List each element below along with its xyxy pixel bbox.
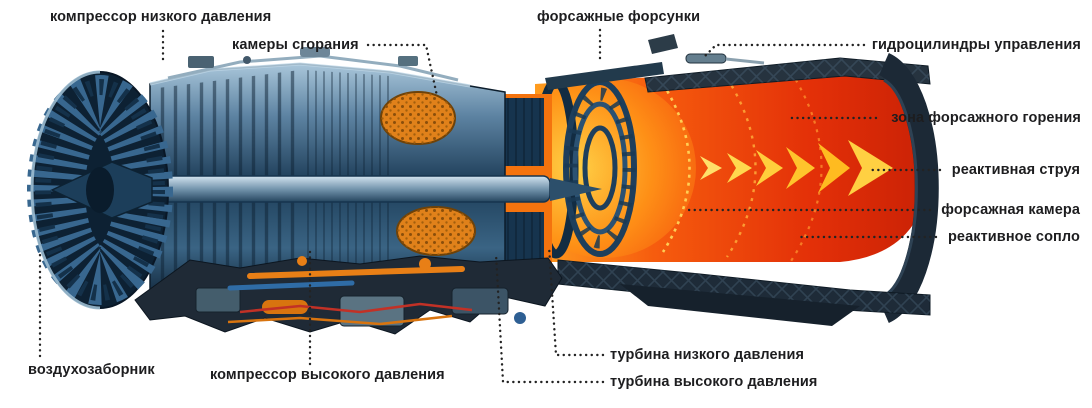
label-lp-turbine: турбина низкого давления xyxy=(610,347,805,363)
label-jet-stream: реактивная струя xyxy=(951,162,1080,178)
label-combustion-chambers: камеры сгорания xyxy=(232,37,359,53)
engine-shaft xyxy=(151,175,602,203)
flame-band-boundary-1 xyxy=(661,83,691,253)
label-lp-compressor: компрессор низкого давления xyxy=(50,9,272,25)
nozzle-exit-ring xyxy=(878,53,939,323)
leader-hydraulic-cylinders xyxy=(702,43,866,59)
fuel-line xyxy=(247,266,465,279)
nozzle-top-fin xyxy=(648,34,678,54)
wiring-red xyxy=(239,302,473,314)
nozzle-structure-bottom xyxy=(557,259,931,326)
leader-lines xyxy=(38,28,942,384)
label-jet-nozzle: реактивное сопло xyxy=(947,229,1080,245)
leader-hp-turbine xyxy=(494,252,605,384)
combustion-chambers xyxy=(380,91,476,256)
casing-highlight xyxy=(149,62,471,88)
leader-lp-turbine xyxy=(547,244,605,357)
label-afterburner-zone: зона форсажного горения xyxy=(891,110,1081,126)
label-hp-compressor: компрессор высокого давления xyxy=(210,367,445,383)
nozzle-structure-top xyxy=(644,34,931,93)
label-hydraulic-cylinders: гидроцилиндры управления xyxy=(871,37,1081,53)
wiring-orange xyxy=(227,314,453,326)
flame-band-boundary-3 xyxy=(790,71,823,262)
label-afterburner-injectors: форсажные форсунки xyxy=(537,9,701,25)
accessory-gearbox xyxy=(134,255,563,335)
intake-lip xyxy=(30,70,101,310)
shaft-tail-cone xyxy=(550,178,602,201)
top-plumbing xyxy=(167,47,459,82)
hydraulic-rod xyxy=(725,57,765,65)
blue-line xyxy=(227,280,355,291)
fan-hub xyxy=(86,167,114,213)
label-air-intake: воздухозаборник xyxy=(28,362,155,378)
hp-turbine-blades xyxy=(502,98,544,166)
afterburner-casing-lip xyxy=(545,62,664,90)
jet-stream-arrows xyxy=(700,140,893,196)
label-afterburner-chamber: форсажная камера xyxy=(941,202,1080,218)
label-hp-turbine: турбина высокого давления xyxy=(610,374,818,390)
afterburner-flame xyxy=(512,66,931,262)
intake-fan xyxy=(27,70,173,310)
